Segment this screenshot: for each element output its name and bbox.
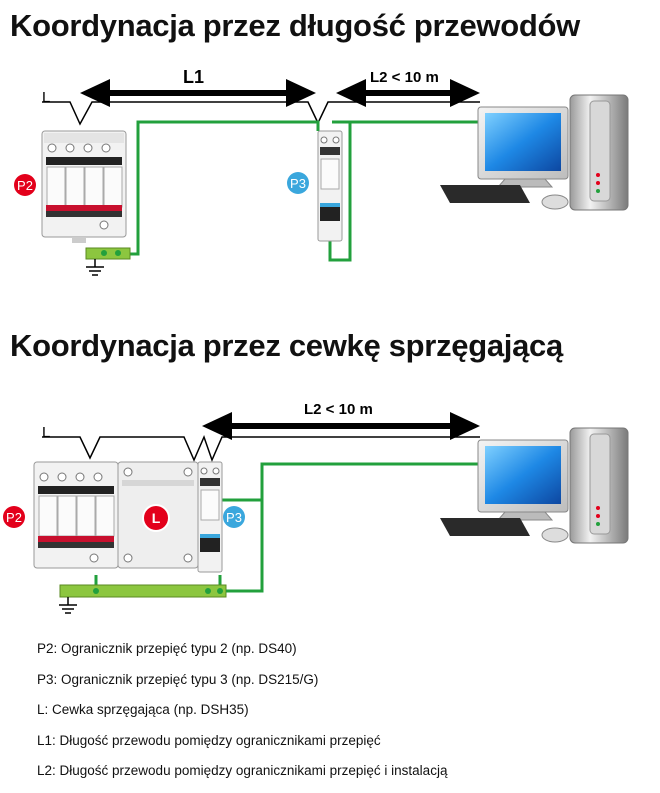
legend-item-coil: L: Cewka sprzęgająca (np. DSH35) [37,702,249,717]
earth-bar-2 [59,584,227,598]
phase-conductor-2 [42,434,480,463]
earth-symbol [86,259,104,276]
ground-wire-to-pc [212,462,480,502]
p2-badge-text-2: P2 [6,510,22,525]
p3-surge-arrester-2 [197,461,223,573]
p3-badge-text: P3 [290,176,306,191]
ground-wire-p3-return [328,122,352,262]
legend-item-l2: L2: Długość przewodu pomiędzy ograniczni… [37,763,448,778]
p2-badge-text: P2 [17,178,33,193]
ground-wire-p2-p3 [126,120,320,256]
p2-badge-2 [3,506,25,528]
l1-label: L1 [183,67,204,87]
legend: P2: Ogranicznik przepięć typu 2 (np. DS4… [37,640,447,793]
l2-label-2: L2 < 10 m [304,401,373,418]
p3-surge-arrester [317,130,343,242]
section2-title: Koordynacja przez cewkę sprzęgającą [10,328,563,363]
legend-item-p3: P3: Ogranicznik przepięć typu 3 (np. DS2… [37,671,319,687]
p3-badge-2 [223,506,245,528]
l2-label: L2 < 10 m [370,69,439,86]
coil-badge-text: L [152,510,161,526]
l2-length-arrow-2 [202,412,480,440]
line-label: L [42,89,50,106]
p2-badge [14,174,36,196]
phase-conductor [42,101,480,126]
p2-surge-arrester-2 [33,461,119,569]
p2-surge-arrester [41,130,127,243]
section1-title: Koordynacja przez długość przewodów [10,8,580,43]
legend-item-p2: P2: Ogranicznik przepięć typu 2 (np. DS4… [37,641,297,656]
earth-bar [85,247,131,260]
legend-item-l1: L1: Długość przewodu pomiędzy ograniczni… [37,732,381,748]
earth-symbol-2 [59,597,77,614]
p3-badge [287,172,309,194]
diagram-wire-length-coordination: L L1 L2 < 10 m P2 [14,67,629,276]
computer-icon-2 [440,427,629,544]
l1-length-arrow [80,79,316,107]
line-label-2: L [42,424,50,441]
computer-icon [440,94,629,211]
coil-badge [142,504,170,532]
p3-badge-text-2: P3 [226,510,242,525]
diagram-coupling-coil-coordination: L L2 < 10 m P2 L [3,401,629,614]
l2-length-arrow [336,79,480,107]
